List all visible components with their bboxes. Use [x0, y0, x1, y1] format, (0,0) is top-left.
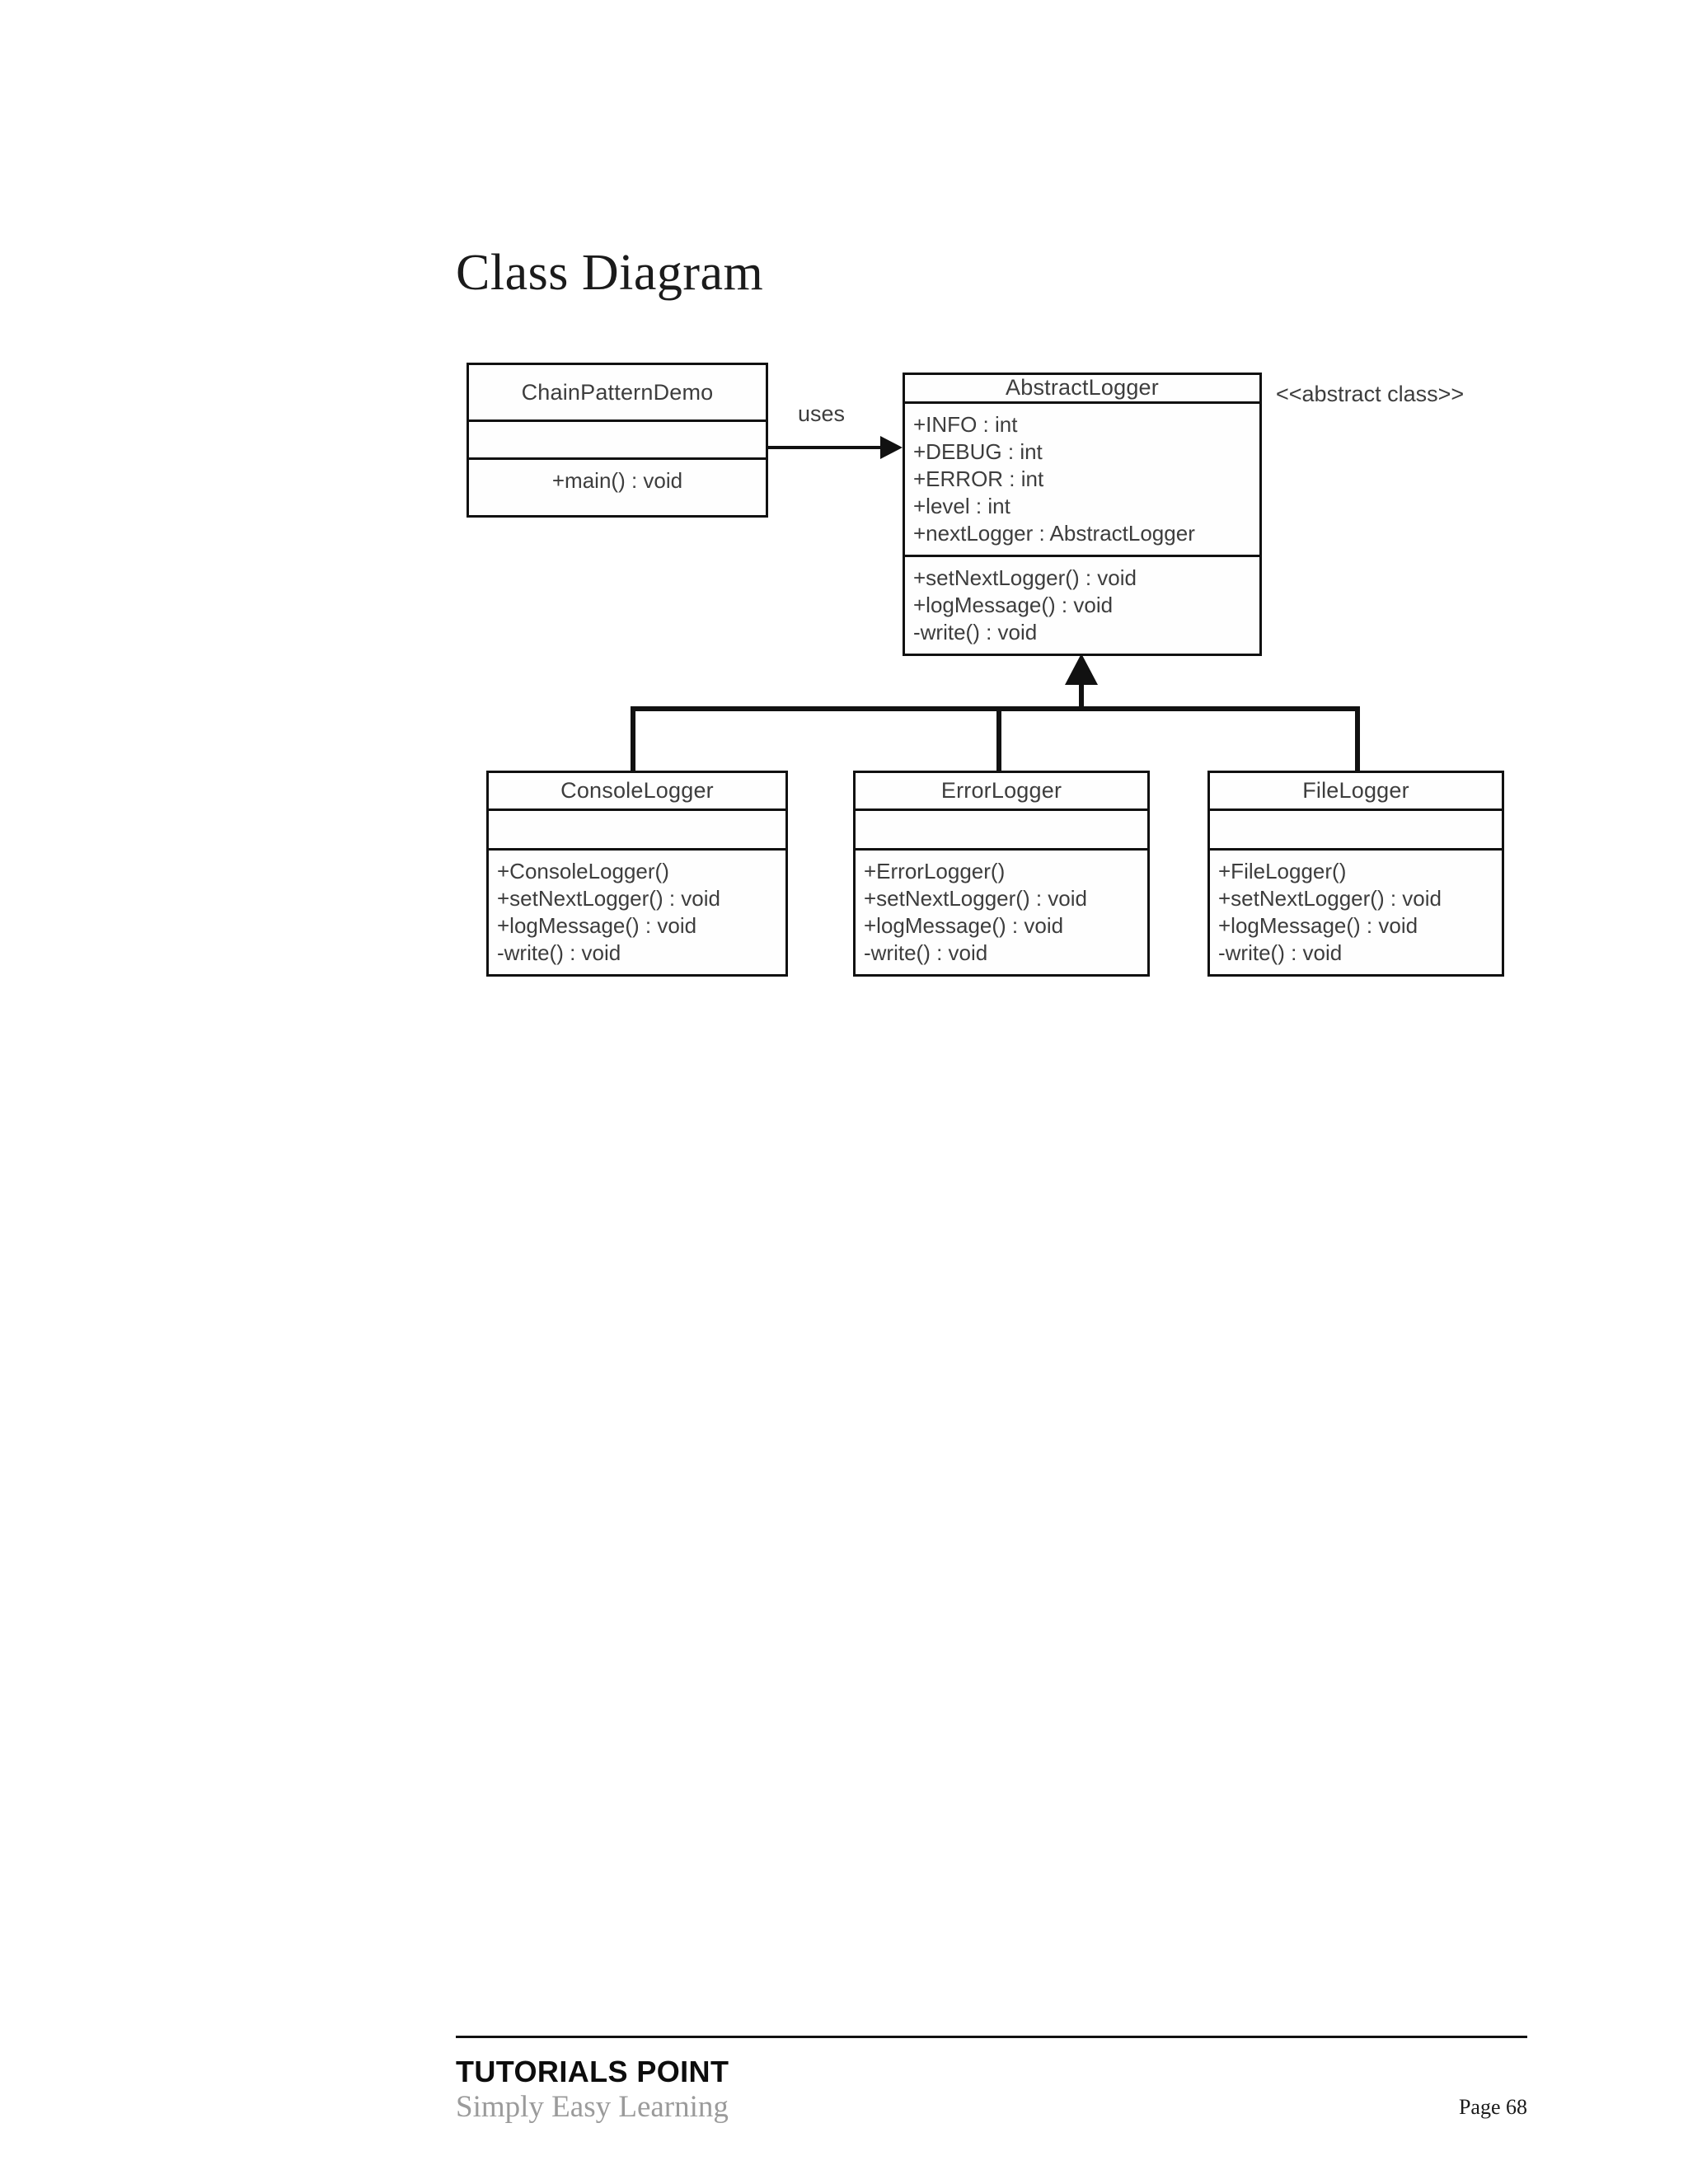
uml-operation: +main() : void — [551, 468, 683, 493]
footer-divider — [456, 2036, 1527, 2038]
footer-page-number: Page 68 — [1458, 2095, 1527, 2119]
uml-operation: +logMessage() : void — [497, 912, 697, 938]
uml-operation: -write() : void — [1218, 940, 1343, 965]
uml-class-chainpatterndemo[interactable]: ChainPatternDemo +main() : void — [467, 363, 768, 518]
uml-operations-compartment: +ConsoleLogger() +setNextLogger() : void… — [489, 851, 785, 974]
uml-attributes-compartment — [1210, 811, 1502, 851]
uml-operation: +logMessage() : void — [913, 592, 1114, 617]
uml-operation: +logMessage() : void — [1218, 912, 1418, 938]
uml-attributes-compartment — [856, 811, 1147, 851]
uml-attribute: +ERROR : int — [913, 466, 1044, 491]
class-diagram-canvas: uses <<abstract class>> ChainPatternDemo… — [0, 0, 1688, 1071]
uml-operation: +ErrorLogger() — [864, 858, 1006, 883]
page-title: Class Diagram — [456, 245, 764, 301]
uml-class-name: FileLogger — [1210, 773, 1502, 812]
uml-class-errorlogger[interactable]: ErrorLogger +ErrorLogger() +setNextLogge… — [853, 771, 1150, 977]
uml-class-name: ConsoleLogger — [489, 773, 785, 812]
footer-brand: TUTORIALS POINT — [456, 2055, 729, 2088]
uml-operations-compartment: +setNextLogger() : void +logMessage() : … — [905, 557, 1259, 654]
uml-class-consolelogger[interactable]: ConsoleLogger +ConsoleLogger() +setNextL… — [486, 771, 788, 977]
uml-class-abstractlogger[interactable]: AbstractLogger +INFO : int +DEBUG : int … — [903, 373, 1262, 656]
uml-operation: +setNextLogger() : void — [497, 885, 720, 911]
uml-operation: +FileLogger() — [1218, 858, 1347, 883]
diagram-connectors — [631, 436, 1360, 771]
dependency-uses-connector — [768, 436, 903, 459]
uml-operation: +ConsoleLogger() — [497, 858, 669, 883]
uml-operation: +setNextLogger() : void — [1218, 885, 1442, 911]
uml-class-name: AbstractLogger — [905, 375, 1259, 404]
uml-operation: -write() : void — [913, 619, 1038, 644]
page-footer: TUTORIALS POINT Simply Easy Learning Pag… — [456, 2036, 1527, 2125]
uml-attributes-compartment — [469, 422, 766, 460]
uml-class-filelogger[interactable]: FileLogger +FileLogger() +setNextLogger(… — [1207, 771, 1504, 977]
uml-operations-compartment: +main() : void — [469, 460, 766, 515]
uml-attribute: +INFO : int — [913, 411, 1018, 437]
uml-attribute: +DEBUG : int — [913, 438, 1043, 464]
uml-attributes-compartment — [489, 811, 785, 851]
uml-operation: +logMessage() : void — [864, 912, 1064, 938]
uml-operations-compartment: +ErrorLogger() +setNextLogger() : void +… — [856, 851, 1147, 974]
uml-class-name: ErrorLogger — [856, 773, 1147, 812]
uml-operation: -write() : void — [497, 940, 621, 965]
uml-class-name: ChainPatternDemo — [469, 365, 766, 422]
uml-operations-compartment: +FileLogger() +setNextLogger() : void +l… — [1210, 851, 1502, 974]
uml-attribute: +nextLogger : AbstractLogger — [913, 520, 1195, 546]
uml-operation: +setNextLogger() : void — [913, 565, 1137, 590]
generalization-arrow — [1065, 654, 1098, 709]
abstract-class-stereotype-label: <<abstract class>> — [1276, 382, 1465, 406]
footer-tagline: Simply Easy Learning — [456, 2090, 729, 2124]
uml-attributes-compartment: +INFO : int +DEBUG : int +ERROR : int +l… — [905, 404, 1259, 557]
uml-operation: -write() : void — [864, 940, 988, 965]
uml-attribute: +level : int — [913, 493, 1010, 518]
uml-operation: +setNextLogger() : void — [864, 885, 1087, 911]
dependency-uses-label: uses — [798, 401, 846, 426]
